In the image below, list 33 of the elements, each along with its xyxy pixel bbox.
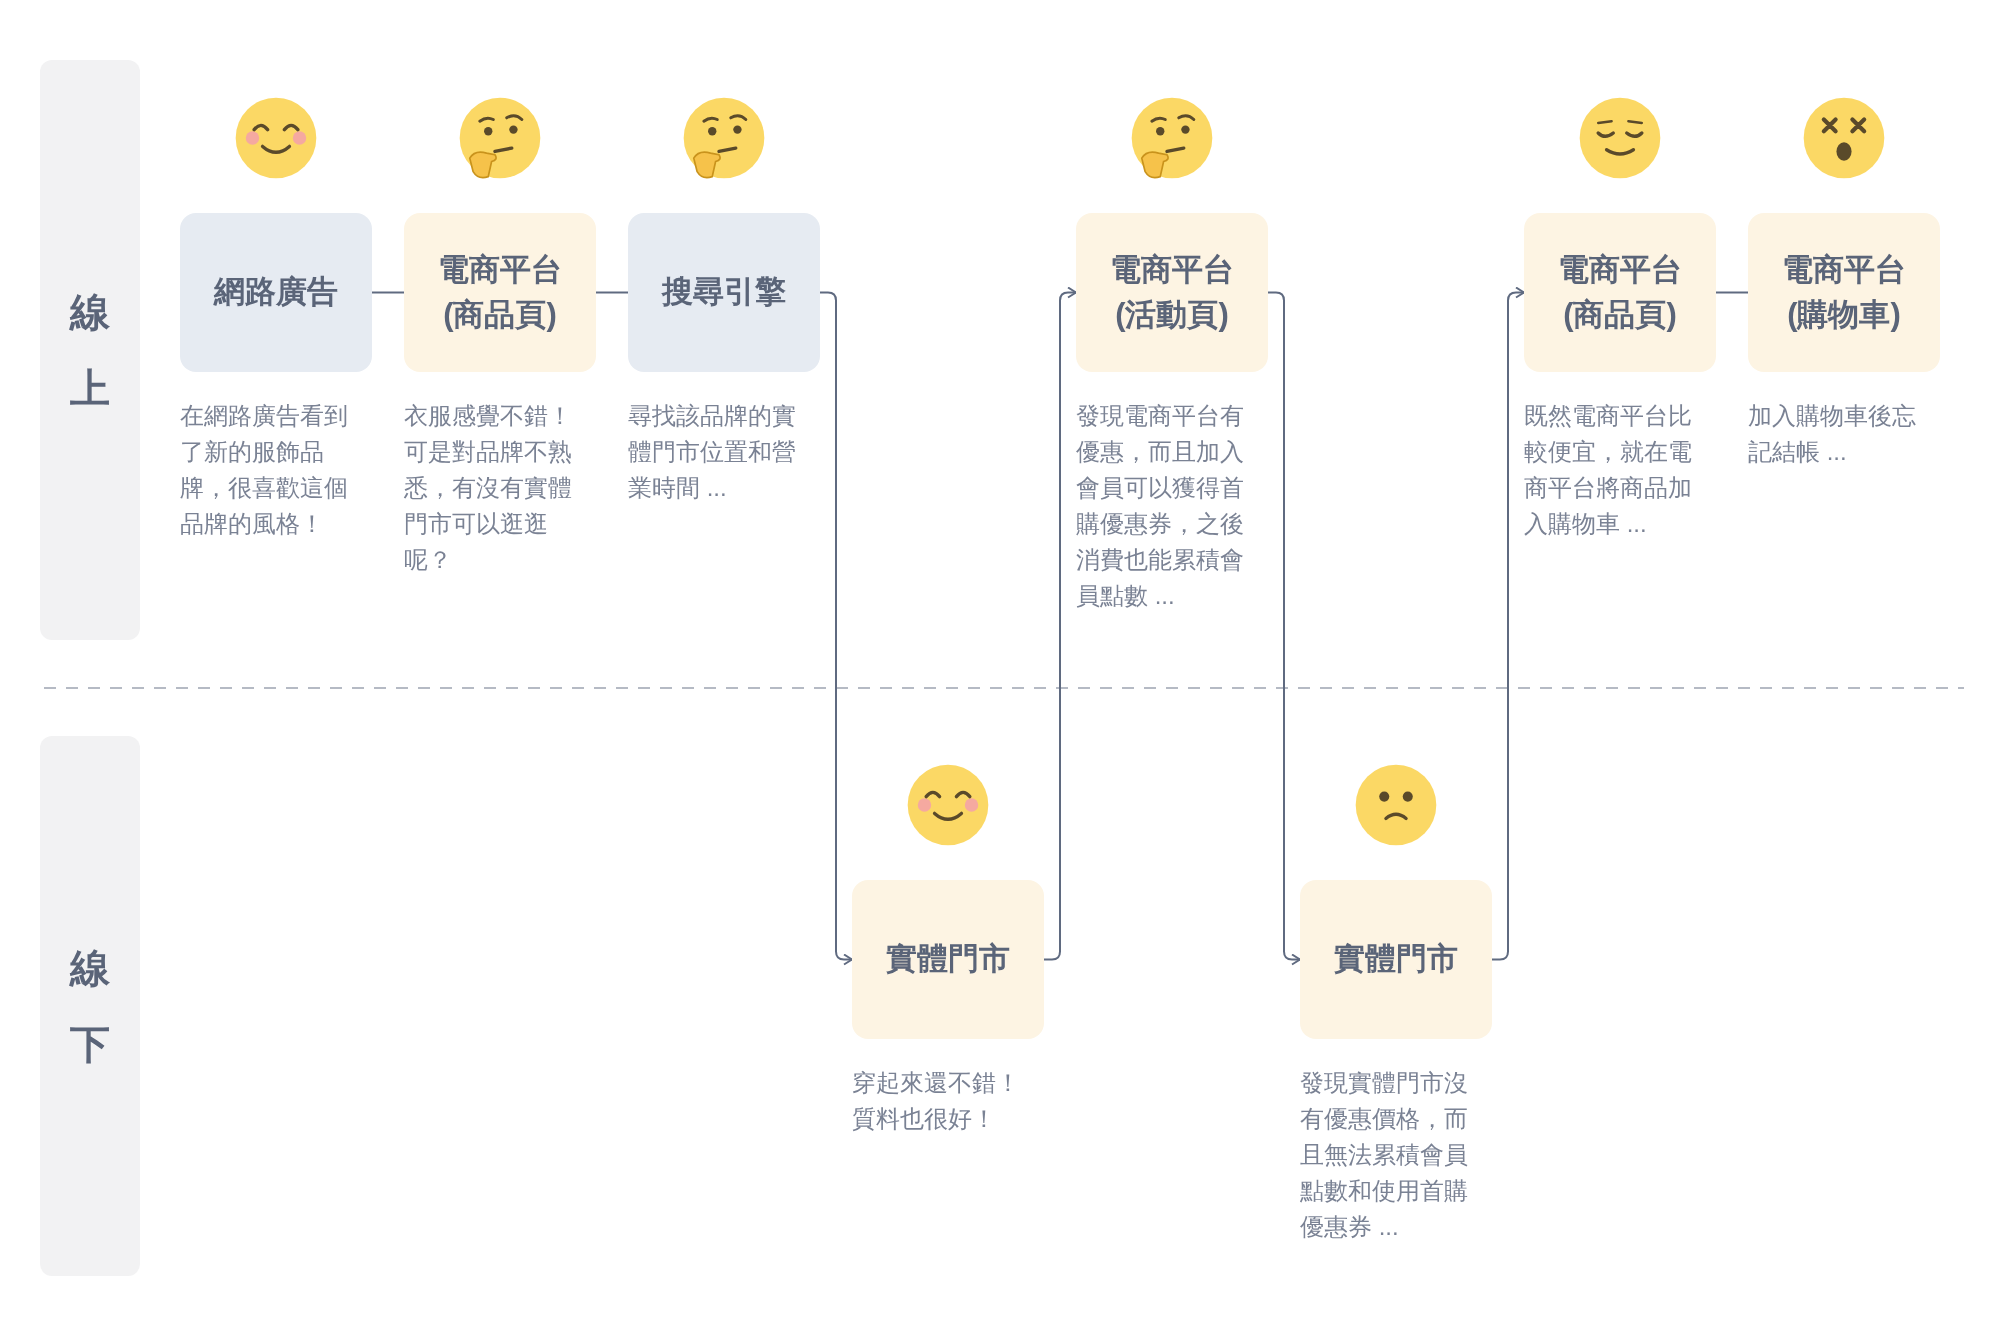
touchpoint-box [404,213,596,372]
lane-label: 線下 [70,945,110,1068]
description-text: 既然電商平台比較便宜，就在電商平台將商品加入購物車 ... [1524,401,1693,539]
box-label: 實體門市 [885,940,1011,979]
lane-label: 線上 [70,289,110,412]
description-text: 尋找該品牌的實體門市位置和營業時間 ... [628,401,797,503]
box-label: 電商平台(活動頁) [1109,250,1235,334]
box-label: 實體門市 [1333,940,1459,979]
touchpoint-box [1076,213,1268,372]
touchpoint-box [1300,880,1492,1039]
arrow [1491,286,1525,961]
box-label: 電商平台(商品頁) [437,250,563,334]
arrow [1267,291,1301,966]
touchpoint-box [1748,213,1940,372]
touchpoint-box [628,213,820,372]
box-label: 電商平台(購物車) [1781,250,1907,334]
description-text: 發現實體門市沒有優惠價格，而且無法累積會員點數和使用首購優惠券 ... [1300,1068,1469,1242]
box-label: 搜尋引擎 [660,273,787,312]
connector-line [595,291,629,294]
touchpoint-box [180,213,372,372]
description-text: 加入購物車後忘記結帳 ... [1748,401,1917,467]
box-label: 網路廣告 [212,273,339,312]
touchpoint-box [852,880,1044,1039]
description-text: 穿起來還不錯！質料也很好！ [852,1068,1021,1134]
connector-line [1715,291,1749,294]
description-text: 發現電商平台有優惠，而且加入會員可以獲得首購優惠券，之後消費也能累積會員點數 ... [1076,401,1245,611]
box-label: 電商平台(商品頁) [1557,250,1683,334]
connector-line [371,291,405,294]
description-text: 衣服感覺不錯！可是對品牌不熟悉，有沒有實體門市可以逛逛呢？ [404,401,573,575]
arrow [819,291,853,966]
arrow [1043,286,1077,961]
description-text: 在網路廣告看到了新的服飾品牌，很喜歡這個品牌的風格！ [180,401,349,539]
touchpoint-box [1524,213,1716,372]
